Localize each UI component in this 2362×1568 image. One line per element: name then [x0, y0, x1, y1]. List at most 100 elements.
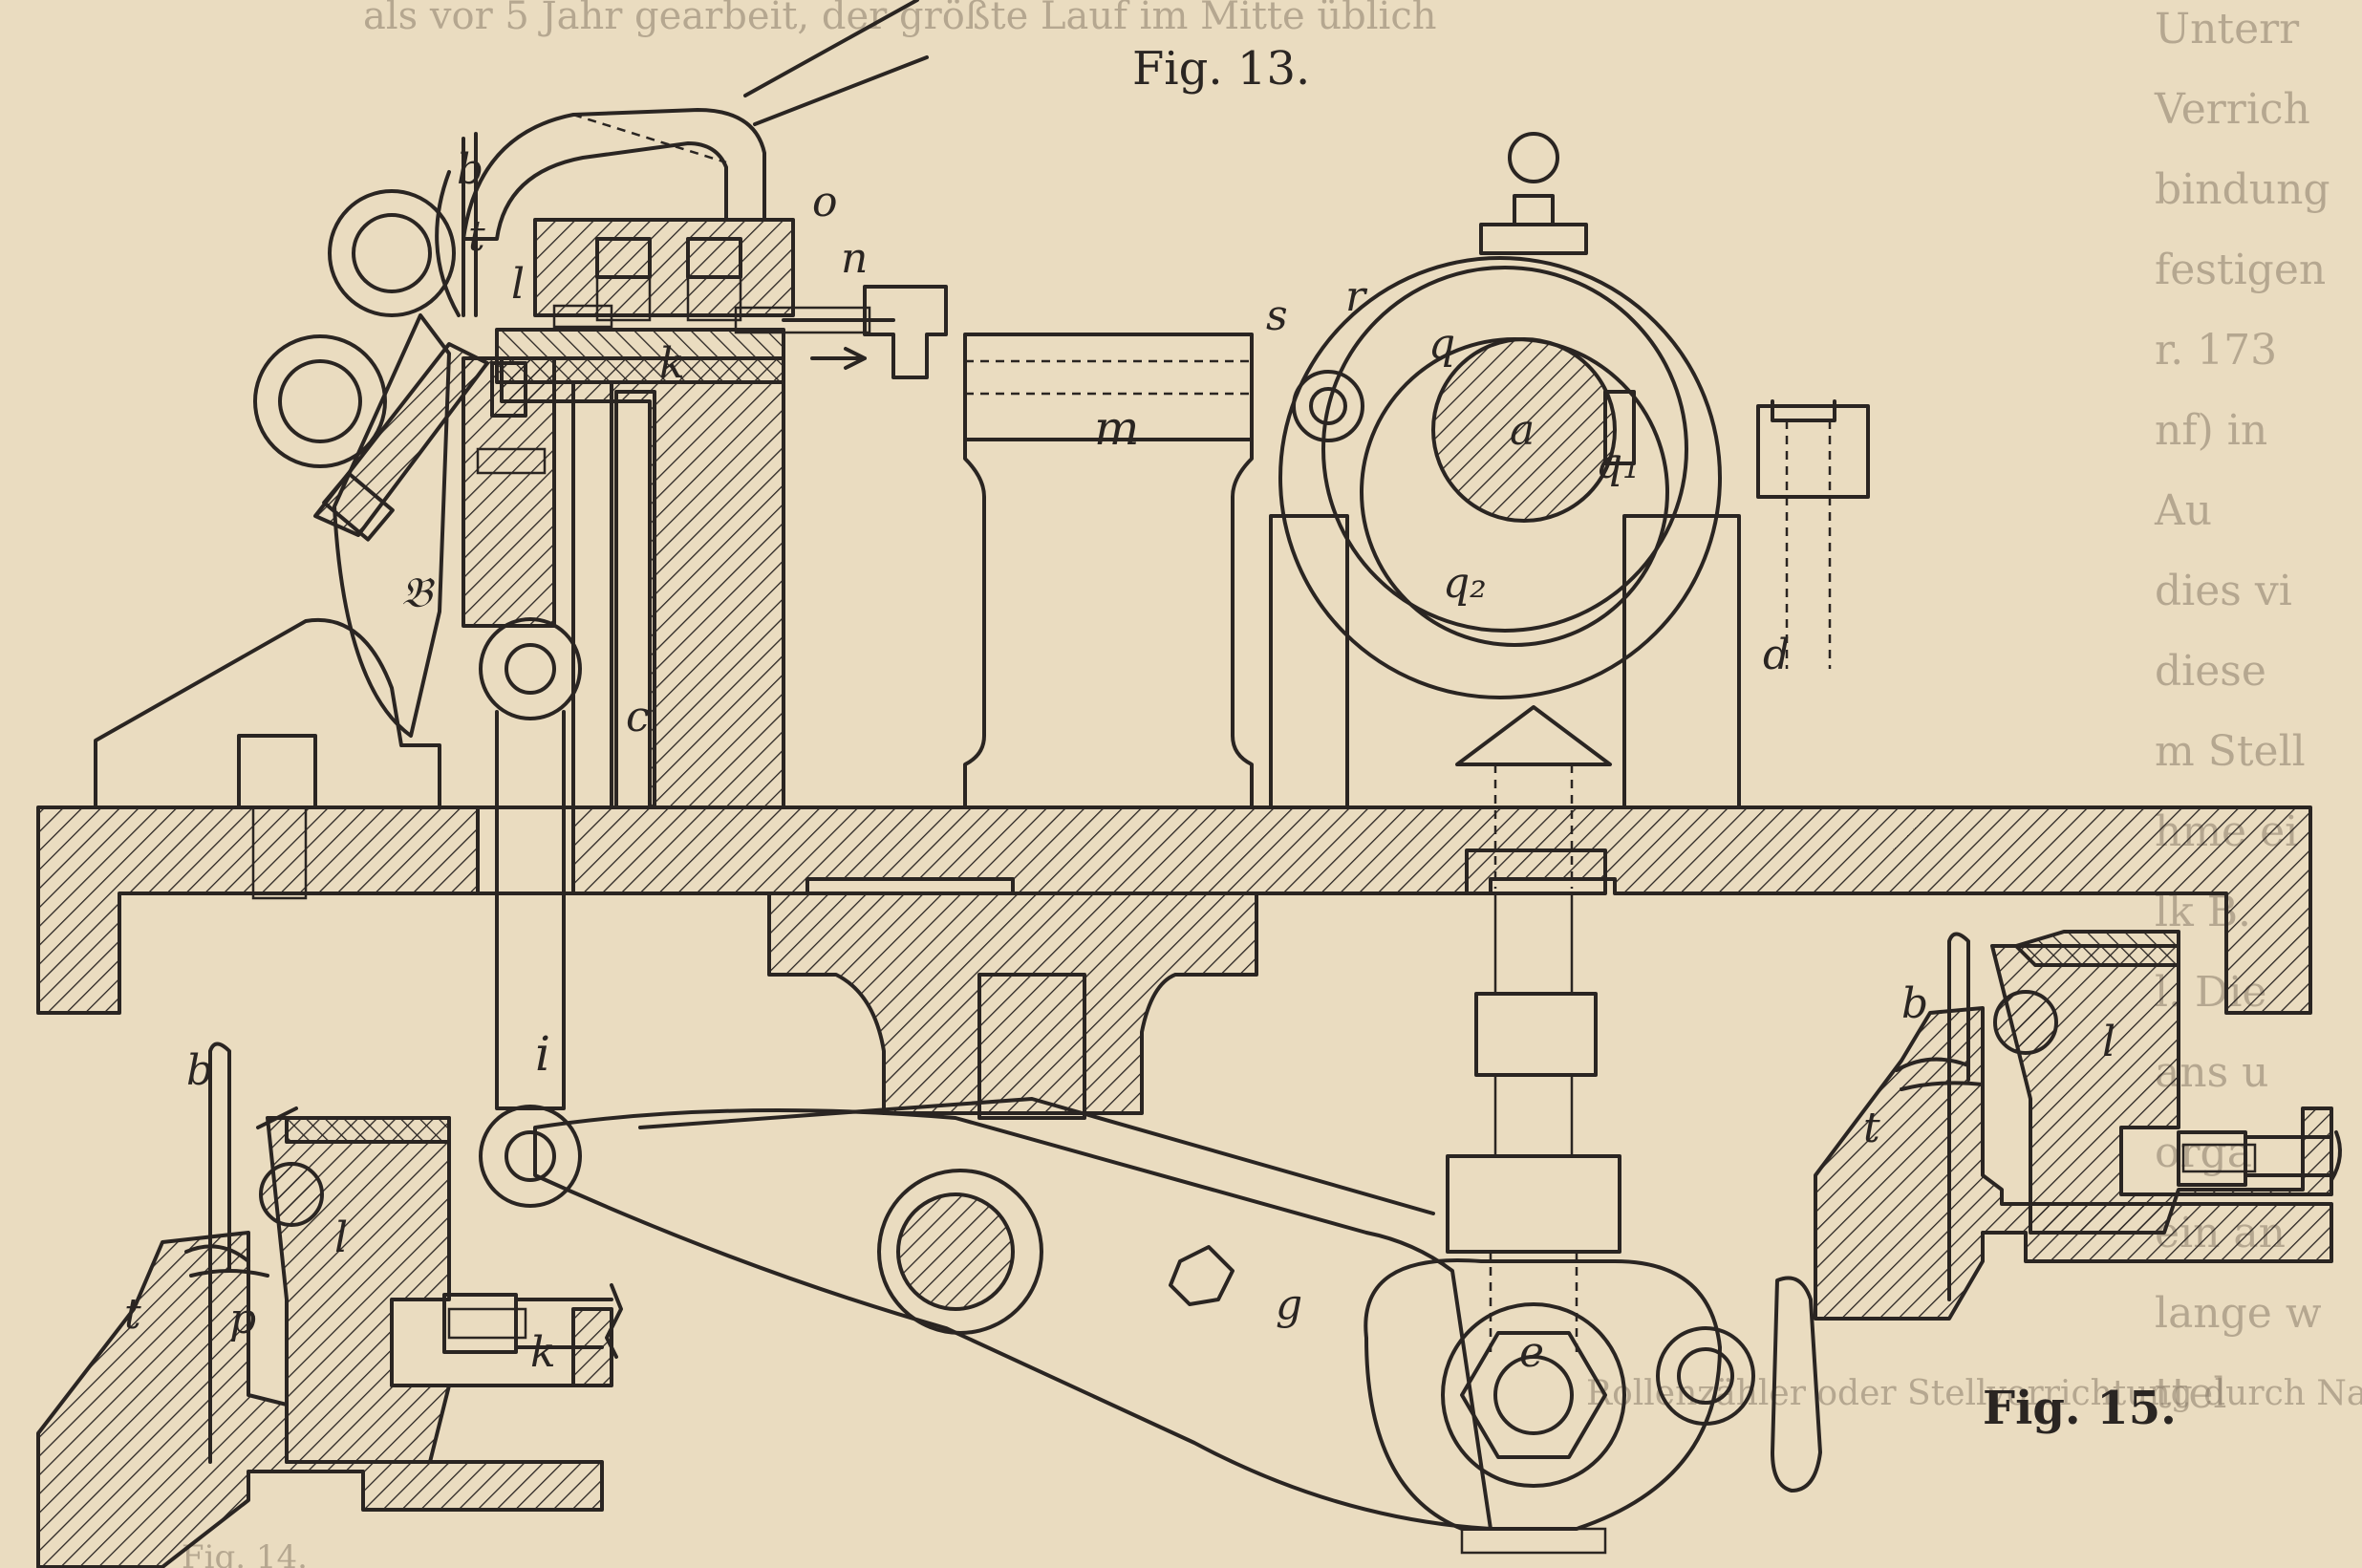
fig14-needle-b [208, 1042, 231, 1464]
fig15-label-t: t [1863, 1104, 1880, 1152]
slider-block [462, 356, 556, 628]
label-g: g [1276, 1280, 1302, 1329]
fig13-drawing [36, 0, 2312, 1555]
bleed-right-line: nf) in [2155, 406, 2267, 455]
label-B: 𝔅 [401, 569, 436, 617]
fig14-spring [447, 1307, 527, 1340]
slider-spring [476, 447, 547, 475]
spring-l [552, 304, 613, 329]
bearing-foot-right [1622, 514, 1741, 809]
wire-2 [753, 55, 929, 126]
fig15-label-b: b [1901, 979, 1928, 1028]
bleed-top-line: als vor 5 Jahr gearbeit, der größte Lauf… [363, 0, 1437, 38]
clamp-block [533, 218, 795, 317]
plate-slot [476, 805, 575, 895]
fig13-caption: Fig. 13. [1132, 42, 1310, 96]
cone-point [1455, 705, 1612, 766]
wire-hook [462, 108, 766, 241]
label-c: c [626, 693, 650, 741]
label-i: i [535, 1026, 550, 1082]
bracket-web [977, 973, 1086, 1120]
label-r: r [1345, 272, 1368, 321]
label-a: a [1510, 406, 1535, 455]
lever-nut [1169, 1245, 1235, 1306]
label-q2: q₂ [1443, 559, 1487, 608]
fig15-wire-knot [1895, 1057, 1985, 1091]
roller-lower [253, 334, 387, 468]
key-q1 [1603, 390, 1636, 465]
bleed-right-line: festigen [2155, 246, 2326, 294]
label-n: n [841, 234, 868, 283]
fork-n [863, 285, 948, 379]
bleed-right-line: Au [2154, 486, 2212, 535]
fig15-drawing [1814, 930, 2342, 1321]
fig14-label-p: p [229, 1295, 256, 1343]
bleed-right-line: bindung [2155, 165, 2330, 214]
bearing-foot-left [1269, 514, 1349, 809]
right-cap [1756, 404, 1870, 499]
fig14-label-t: t [124, 1290, 141, 1339]
bleed-right-line: ttel [2155, 1369, 2226, 1418]
fig14-wire-knot [184, 1244, 269, 1278]
block-m-body [963, 438, 1254, 809]
bleed-right-line: orga [2155, 1128, 2252, 1177]
link-i-bottom-eye [479, 1105, 582, 1208]
bolt-thread-lower [1493, 1073, 1574, 1158]
fulcrum-boss [877, 1169, 1043, 1335]
fig14-spring-box [442, 1293, 518, 1354]
fig15-needle-b [1947, 932, 1970, 1301]
cam-ring-r [1321, 266, 1688, 633]
fig15-caption: Fig. 15. [1983, 1382, 2177, 1435]
label-t: t [468, 212, 485, 261]
lever-g [533, 1108, 1492, 1531]
lubricator-knob [1508, 132, 1559, 183]
fig15-cap [2014, 930, 2180, 967]
screw-thread-1 [595, 275, 652, 322]
fig13-labels: b t l o n k s r q a q₁ q₂ d m c i g e 𝔅 [401, 145, 1790, 1377]
label-o: o [812, 178, 838, 226]
link-i [495, 710, 566, 1110]
fig14-label-b: b [186, 1046, 213, 1095]
bleed-right-line: m Stell [2155, 727, 2306, 776]
roller-upper [328, 189, 456, 317]
rod-c-2 [614, 390, 656, 809]
hex-nut-e [1460, 1331, 1607, 1459]
label-d: d [1763, 631, 1790, 679]
fig15-spring [2181, 1143, 2257, 1173]
label-q: q [1428, 320, 1455, 369]
screw-thread-2 [686, 275, 742, 322]
shaft-a [1431, 337, 1617, 523]
label-b: b [457, 145, 483, 194]
bleed-right-line: diese [2155, 647, 2266, 696]
bleed-right-line: Unterr [2155, 5, 2300, 54]
cam-housing-d [1278, 256, 1722, 699]
fig15-base-t [1814, 1006, 2333, 1321]
needle-b [462, 132, 478, 317]
wire-1 [743, 0, 919, 97]
nut-middle [1474, 992, 1598, 1077]
link-i-top-eye [479, 617, 582, 720]
fig14-part-l [266, 1116, 613, 1464]
fig14-label-k: k [530, 1328, 556, 1377]
fig14-caption-cut: Fig. 14. [182, 1538, 308, 1568]
needle-bar-guide [333, 313, 451, 738]
slider-slot [490, 361, 527, 418]
fig14-drawing [36, 1042, 623, 1568]
fig14-label-l: l [334, 1214, 348, 1262]
underside-bracket [767, 891, 1258, 1115]
label-l: l [511, 260, 525, 309]
stand-bolt-head [237, 734, 317, 809]
spring-n [734, 306, 871, 334]
nut-lower [1446, 1154, 1621, 1254]
fig15-roller [1993, 990, 2058, 1055]
needle-guide-t [313, 342, 489, 537]
arrow-n [810, 347, 867, 370]
side-eye [1656, 1326, 1755, 1426]
label-s: s [1266, 291, 1288, 340]
label-e: e [1519, 1328, 1544, 1377]
bleed-right-line: r. 173 [2155, 326, 2277, 375]
fig15-label-l: l [2102, 1018, 2115, 1066]
lubricator-base [1479, 223, 1588, 255]
bleed-bottom-line: Rollenzähler oder Stellvorrichtung durch… [1586, 1374, 2362, 1413]
